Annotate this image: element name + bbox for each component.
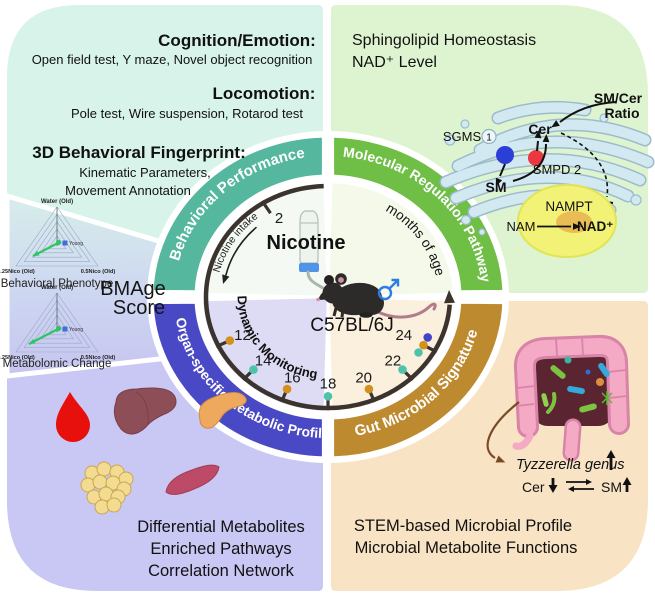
arc-behavioral bbox=[150, 134, 325, 294]
fat-cells-icon bbox=[80, 461, 134, 515]
timeline-month-labels: 2 12 14 16 18 20 22 24 bbox=[234, 210, 412, 393]
svg-text:Correlation Network: Correlation Network bbox=[148, 562, 295, 580]
svg-text:Young: Young bbox=[69, 327, 83, 333]
timeline-dots bbox=[225, 333, 433, 401]
svg-text:Cognition/Emotion:: Cognition/Emotion: bbox=[158, 31, 316, 50]
inner-sector-nw bbox=[200, 180, 330, 299]
inner-sector-ne bbox=[326, 180, 456, 299]
svg-text:Enriched Pathways: Enriched Pathways bbox=[150, 540, 291, 558]
radar-chart-behavioral: Young Water (Old) 0.25Nico (Old) 0.5Nico… bbox=[0, 199, 115, 290]
mouse-illustration bbox=[316, 273, 437, 319]
svg-text:2: 2 bbox=[275, 210, 283, 227]
svg-text:Sphingolipid Homeostasis: Sphingolipid Homeostasis bbox=[352, 32, 536, 49]
pancreas-icon bbox=[198, 392, 247, 429]
liver-icon bbox=[113, 387, 177, 435]
svg-text:NAD⁺ Level: NAD⁺ Level bbox=[352, 54, 437, 71]
blood-drop-icon bbox=[56, 392, 90, 442]
svg-text:SM/Cer: SM/Cer bbox=[594, 90, 643, 106]
svg-text:16: 16 bbox=[284, 369, 301, 386]
molecular-text-block: Sphingolipid Homeostasis NAD⁺ Level bbox=[352, 32, 536, 71]
nicotine-label: Nicotine bbox=[267, 232, 346, 254]
svg-text:NAM: NAM bbox=[507, 219, 536, 234]
svg-text:0.5Nico (Old): 0.5Nico (Old) bbox=[81, 355, 116, 361]
svg-text:3D Behavioral Fingerprint:: 3D Behavioral Fingerprint: bbox=[32, 143, 245, 162]
timeline-arrowhead bbox=[444, 290, 455, 304]
svg-text:18: 18 bbox=[320, 376, 337, 393]
svg-text:SM: SM bbox=[601, 479, 622, 495]
svg-text:14: 14 bbox=[255, 352, 272, 369]
muscle-icon bbox=[165, 464, 220, 495]
svg-text:22: 22 bbox=[385, 352, 402, 369]
svg-text:24: 24 bbox=[395, 327, 412, 344]
gut-arrowhead bbox=[495, 455, 506, 463]
svg-text:Open field test, Y maze, Novel: Open field test, Y maze, Novel object re… bbox=[32, 52, 313, 67]
water-bottle-icon bbox=[299, 210, 325, 290]
microbial-findings: Tyzzerella genus Cer SM bbox=[516, 450, 632, 495]
svg-text:Microbial Metabolite Functions: Microbial Metabolite Functions bbox=[355, 539, 578, 557]
svg-text:Ratio: Ratio bbox=[605, 105, 640, 121]
svg-text:Pole test, Wire suspension, Ro: Pole test, Wire suspension, Rotarod test bbox=[71, 106, 303, 121]
radar-chart-metabolomic: Young Water (Old) 0.25Nico (Old) 0.5Nico… bbox=[0, 285, 115, 370]
microbial-text-block: STEM-based Microbial Profile Microbial M… bbox=[354, 517, 578, 557]
arc-metabolic bbox=[150, 300, 325, 460]
metabolic-text-block: Differential Metabolites Enriched Pathwa… bbox=[137, 518, 305, 580]
intake-arrowhead bbox=[222, 274, 230, 285]
arc-molecular bbox=[331, 134, 506, 294]
inner-sector-sw bbox=[200, 295, 330, 414]
male-symbol-icon bbox=[377, 278, 400, 301]
svg-text:Metabolomic Change: Metabolomic Change bbox=[3, 358, 112, 370]
intestine-illustration bbox=[512, 334, 630, 462]
svg-text:NAMPT: NAMPT bbox=[545, 199, 592, 214]
svg-text:SMPD 2: SMPD 2 bbox=[533, 162, 581, 177]
svg-text:Score: Score bbox=[113, 297, 165, 319]
svg-text:Water (Old): Water (Old) bbox=[41, 285, 73, 291]
gut-bacteria bbox=[541, 356, 613, 414]
svg-text:SM: SM bbox=[486, 179, 507, 195]
sgms-enzyme-icon bbox=[496, 146, 514, 164]
svg-text:1: 1 bbox=[486, 133, 492, 144]
svg-text:BMAge: BMAge bbox=[100, 278, 166, 300]
svg-text:Cer: Cer bbox=[522, 479, 545, 495]
svg-text:Behavioral Phenotype: Behavioral Phenotype bbox=[1, 278, 114, 290]
intake-arrow bbox=[225, 226, 258, 276]
svg-text:Young: Young bbox=[69, 241, 83, 247]
inner-sector-se bbox=[326, 295, 456, 414]
svg-text:NAD⁺: NAD⁺ bbox=[577, 219, 613, 234]
timeline-ring bbox=[203, 183, 452, 411]
svg-text:SGMS: SGMS bbox=[443, 129, 482, 144]
behavior-text-block: Cognition/Emotion: Open field test, Y ma… bbox=[32, 31, 316, 198]
bmage-label: BMAge Score bbox=[100, 278, 166, 319]
svg-text:0.5Nico (Old): 0.5Nico (Old) bbox=[81, 269, 116, 275]
golgi-illustration: SGMS 1 SMPD 2 Cer SM SM/Cer Ratio NAMPT … bbox=[439, 90, 655, 258]
gut-arrow bbox=[486, 401, 520, 459]
svg-text:Differential Metabolites: Differential Metabolites bbox=[137, 518, 305, 536]
svg-text:Kinematic Parameters,: Kinematic Parameters, bbox=[79, 165, 211, 180]
smpd-enzyme-icon bbox=[528, 150, 544, 166]
svg-text:Tyzzerella genus: Tyzzerella genus bbox=[516, 457, 625, 473]
organ-icons bbox=[56, 387, 247, 515]
arc-microbial bbox=[331, 300, 506, 460]
svg-text:20: 20 bbox=[355, 369, 372, 386]
svg-text:Locomotion:: Locomotion: bbox=[213, 84, 316, 103]
svg-text:0.25Nico (Old): 0.25Nico (Old) bbox=[0, 355, 35, 361]
svg-text:STEM-based Microbial Profile: STEM-based Microbial Profile bbox=[354, 517, 572, 535]
svg-text:12: 12 bbox=[234, 327, 251, 344]
svg-text:Water (Old): Water (Old) bbox=[41, 199, 73, 205]
svg-text:Movement Annotation: Movement Annotation bbox=[65, 183, 191, 198]
svg-text:0.25Nico (Old): 0.25Nico (Old) bbox=[0, 269, 35, 275]
strain-label: C57BL/6J bbox=[310, 315, 393, 336]
svg-text:Cer: Cer bbox=[528, 121, 552, 137]
